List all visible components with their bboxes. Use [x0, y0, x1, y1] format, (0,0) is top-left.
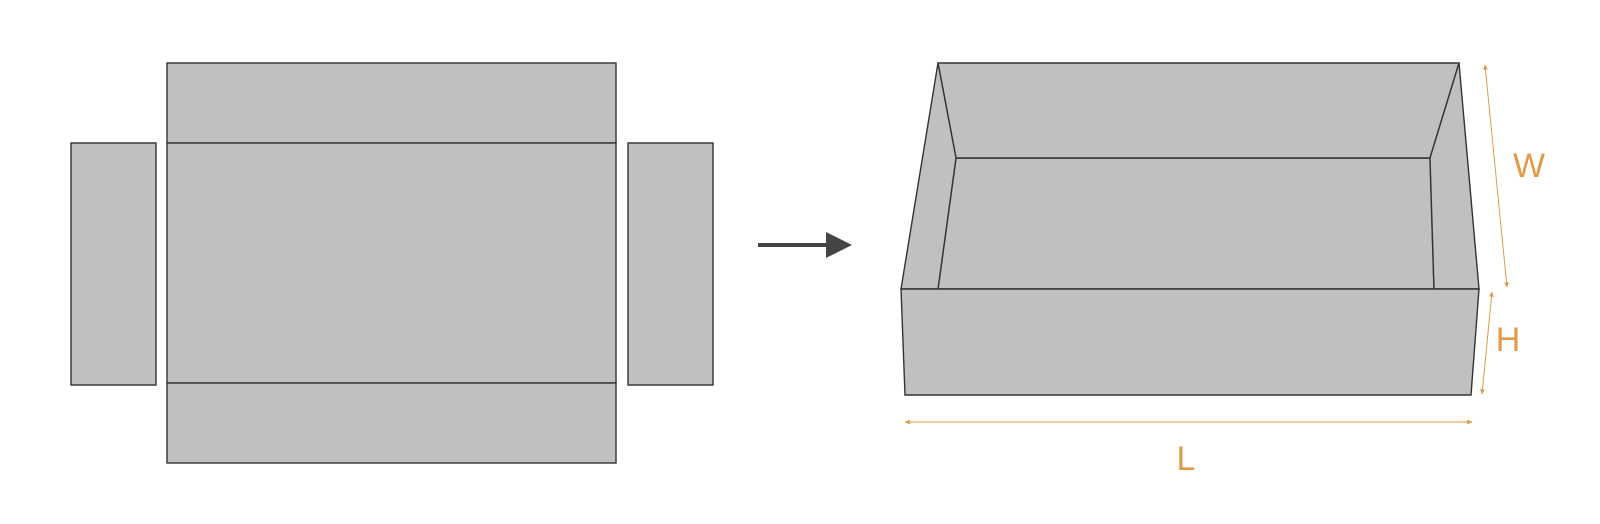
- dimension-annotations: L W H: [904, 64, 1545, 478]
- height-dimension-line: [1480, 291, 1494, 395]
- flat-net: [70, 62, 714, 464]
- width-dimension-line: [1483, 64, 1509, 288]
- right-arrow-icon: [758, 232, 852, 258]
- right-flap-panel: [627, 142, 714, 386]
- top-flap-panel: [166, 62, 617, 144]
- bottom-flap-panel: [166, 382, 617, 464]
- box-inner-floor: [937, 157, 1435, 290]
- length-label: L: [1177, 440, 1196, 478]
- width-label: W: [1513, 147, 1545, 185]
- height-label: H: [1496, 321, 1521, 359]
- box-front-wall: [900, 288, 1480, 396]
- box-inner-back-wall: [937, 62, 1460, 159]
- base-panel: [166, 142, 617, 384]
- assembled-box: [900, 62, 1480, 396]
- left-flap-panel: [70, 142, 157, 386]
